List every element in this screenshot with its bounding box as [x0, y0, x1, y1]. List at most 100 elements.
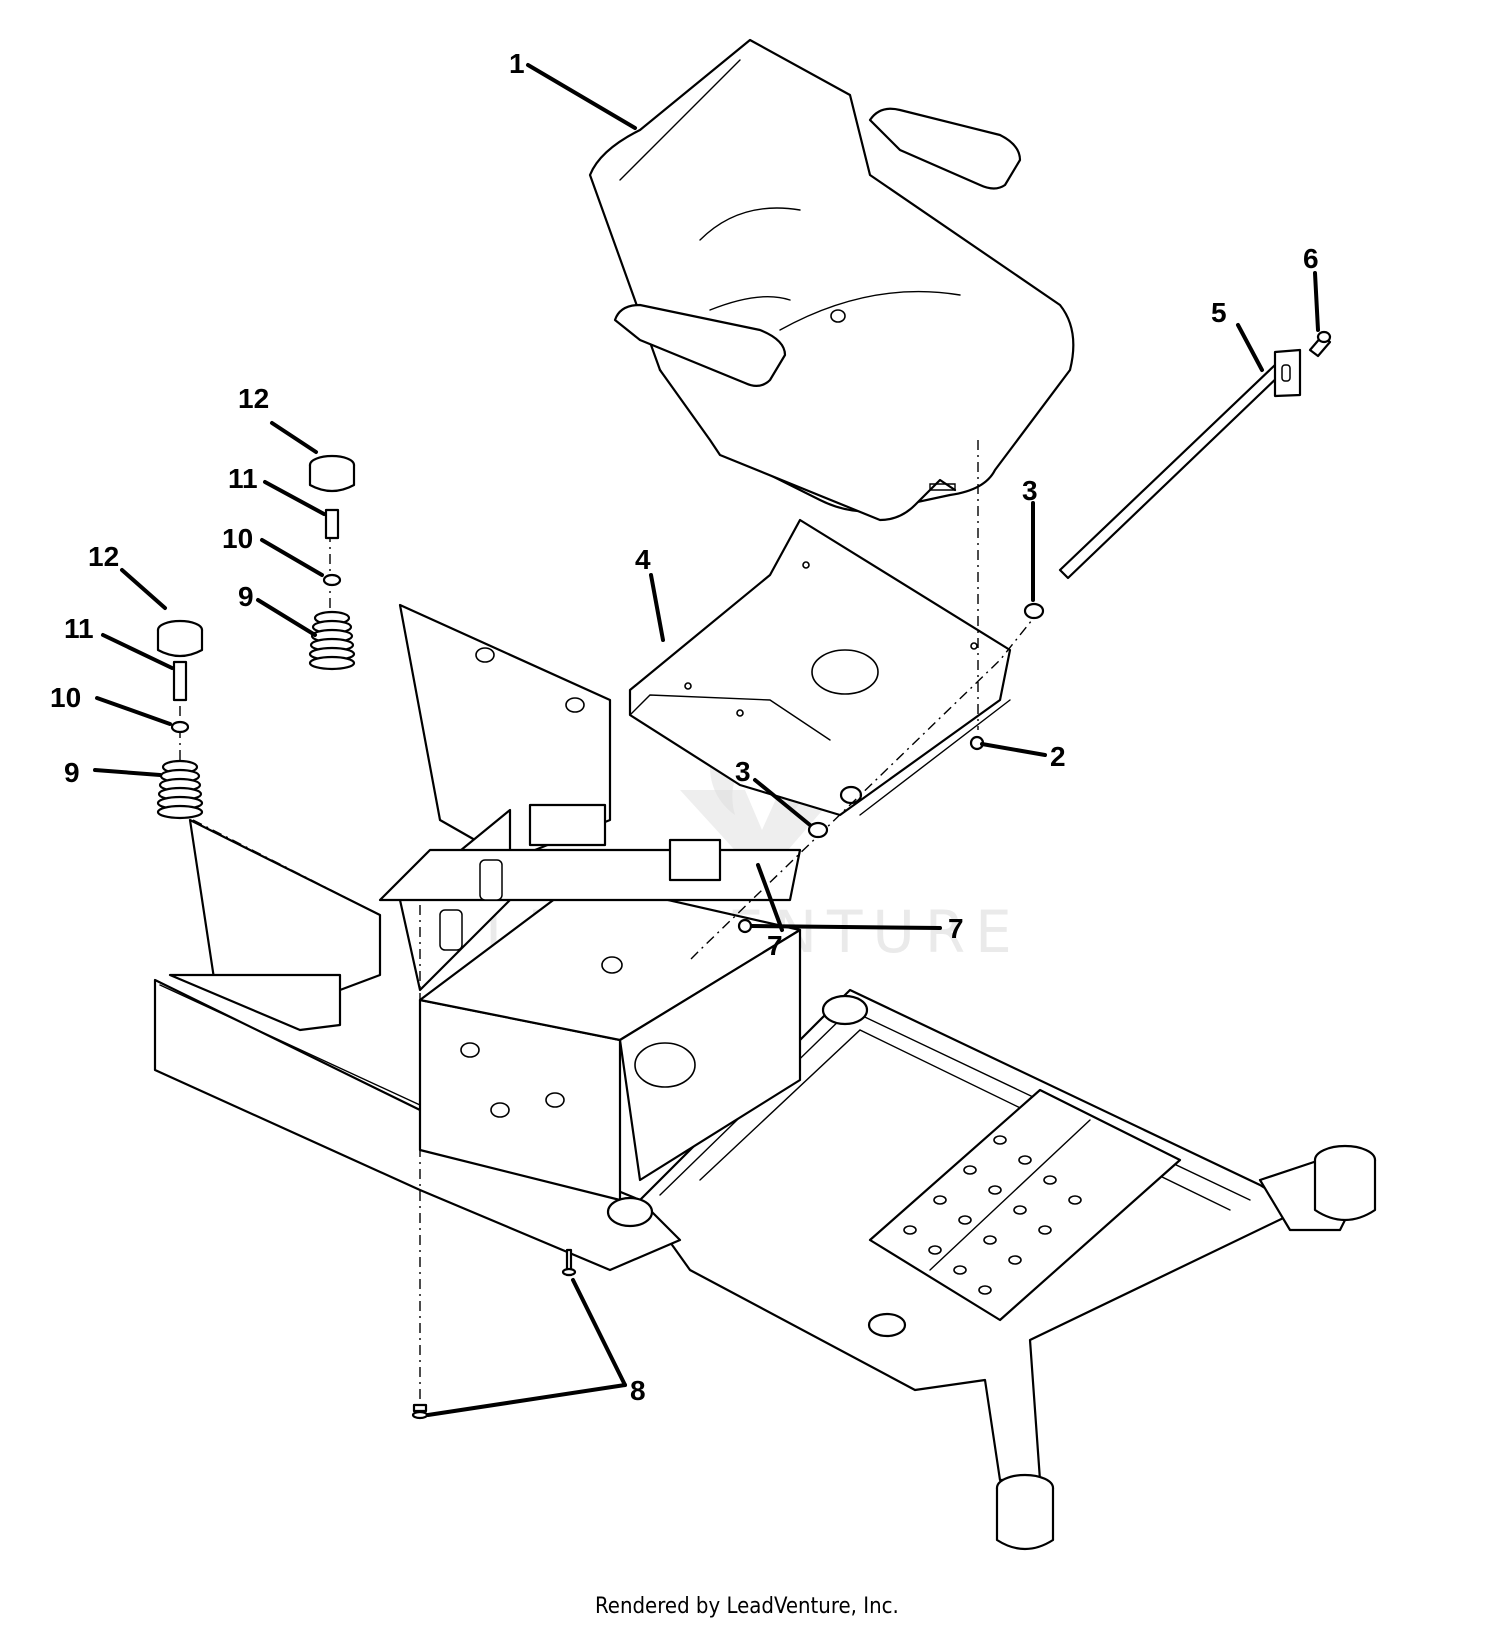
center-frame-large-hole — [634, 1042, 696, 1088]
callout-8: 8 — [630, 1375, 646, 1406]
center-bracket — [668, 838, 722, 882]
callout-10-left: 10 — [50, 682, 81, 713]
leader-11-right — [263, 480, 326, 516]
front-right-caster-body — [1313, 1158, 1377, 1221]
center-frame-side-hole — [460, 1042, 480, 1058]
pivot-bushing — [606, 1196, 654, 1228]
center-frame-side-hole — [490, 1102, 510, 1118]
callout-numbers: 1 2 3 3 4 5 6 7 7 8 9 9 10 10 11 11 12 1… — [50, 48, 1319, 1406]
callout-10-right: 10 — [222, 523, 253, 554]
watermark-chevron-logo — [680, 790, 840, 880]
seat-plate-hole — [736, 709, 744, 717]
bolt-8-lower-head — [411, 1410, 429, 1420]
leader-12-left — [120, 568, 167, 610]
callout-3-lower: 3 — [735, 756, 751, 787]
seat-back-contour — [619, 59, 741, 181]
foot-plate-holes — [903, 1135, 1082, 1295]
callout-7-secondary: 7 — [767, 930, 783, 961]
bolt-8-lower — [412, 1403, 428, 1413]
leader-9-left — [93, 768, 162, 777]
callout-5: 5 — [1211, 297, 1227, 328]
leader-6 — [1313, 271, 1320, 332]
centerline-panel-edge — [192, 819, 381, 916]
rear-pivot-bushing — [821, 994, 869, 1026]
tower-hole — [565, 697, 585, 713]
spacer-11-left — [172, 660, 188, 702]
seat-center-knob — [830, 309, 846, 323]
foot-plate — [868, 1088, 1182, 1322]
callout-7-main: 7 — [948, 913, 964, 944]
tower-slot — [439, 909, 463, 951]
pivot-rod-assembly — [1058, 330, 1332, 580]
nut-7 — [737, 918, 753, 934]
seat-mounting-plate — [628, 518, 1012, 817]
seat-base — [658, 368, 957, 522]
seat-cushion-contour — [709, 296, 791, 311]
seat-cushion-contour — [699, 207, 801, 241]
bolt-6-head — [1316, 330, 1332, 344]
pivot-rod — [1058, 363, 1285, 580]
rendered-by-credit: Rendered by LeadVenture, Inc. — [595, 1594, 899, 1619]
leader-10-right — [260, 538, 324, 577]
callout-3-upper: 3 — [1022, 475, 1038, 506]
leader-3-lower — [753, 778, 812, 827]
tower-hole — [601, 956, 623, 974]
bolt-8-upper-head — [561, 1267, 577, 1277]
main-frame — [153, 878, 1377, 1551]
callout-12-left: 12 — [88, 541, 119, 572]
seat-plate-hole — [802, 561, 810, 569]
seat-cushion-contour — [779, 290, 961, 331]
bushing-3-lower — [807, 821, 829, 839]
callout-6: 6 — [1303, 243, 1319, 274]
bumper-12-left-body — [156, 628, 204, 658]
leader-lines — [93, 63, 1320, 1417]
front-left-caster-body — [995, 1486, 1055, 1551]
callout-2: 2 — [1050, 741, 1066, 772]
leader-4 — [649, 573, 665, 642]
leader-10-left — [95, 696, 172, 726]
centerline-rod-axis — [689, 609, 1041, 961]
center-frame-side-hole — [545, 1092, 565, 1108]
seat-plate-hole — [684, 682, 692, 690]
bumper-12-right-body — [308, 463, 356, 493]
left-rear-hinge-plate — [168, 973, 342, 1032]
washer-10-left — [170, 720, 190, 734]
callout-9-left: 9 — [64, 757, 80, 788]
foot-plate-ridge — [929, 1119, 1091, 1271]
seat-plate-flange — [629, 694, 831, 741]
leader-7-secondary — [756, 863, 784, 932]
leader-9-right — [256, 598, 317, 637]
center-frame-right — [618, 928, 802, 1182]
spring-9-left — [156, 759, 204, 820]
spacer-11-right — [324, 508, 340, 540]
seat-plate-center-hole — [811, 649, 879, 695]
leader-1 — [526, 63, 637, 130]
pivot-rod-plate-slot — [1281, 364, 1291, 382]
rear-tower-assembly — [168, 603, 802, 1032]
seat — [588, 38, 1075, 522]
seat-plate-pivot — [839, 785, 863, 805]
callout-11-left: 11 — [64, 613, 94, 644]
leader-8-lower — [426, 1383, 627, 1417]
leader-12-right — [270, 421, 318, 454]
leader-8-upper — [571, 1278, 627, 1387]
left-armrest — [613, 303, 787, 387]
leader-11-left — [101, 633, 174, 670]
leader-7-main — [750, 924, 942, 930]
tower-hole — [475, 647, 495, 663]
bushing-3-upper — [1023, 602, 1045, 620]
seat-bracket-tab — [528, 803, 607, 847]
washer-10-right — [322, 573, 342, 587]
tower-slot — [479, 859, 503, 901]
seat-plate-hole — [970, 642, 978, 650]
leader-5 — [1236, 323, 1264, 372]
callout-12-right: 12 — [238, 383, 269, 414]
rail-bushing — [867, 1312, 907, 1338]
seat-base-slider — [929, 483, 956, 491]
callout-9-right: 9 — [238, 581, 254, 612]
right-armrest — [868, 107, 1022, 190]
callout-1: 1 — [509, 48, 525, 79]
leader-2 — [980, 742, 1047, 757]
callout-11-right: 11 — [228, 463, 258, 494]
